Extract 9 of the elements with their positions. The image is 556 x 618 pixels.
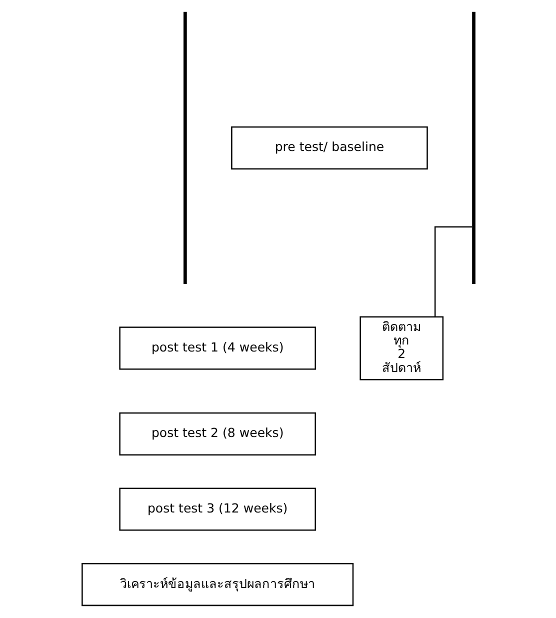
node-box: ติดตาม ทุก 2 สัปดาห์ xyxy=(359,316,444,380)
node-bar xyxy=(472,12,475,284)
node-box: post test 3 (12 weeks) xyxy=(118,488,316,531)
node-box: post test 2 (8 weeks) xyxy=(118,412,316,456)
connector xyxy=(434,226,472,317)
node-bar xyxy=(183,12,186,284)
node-box: pre test/ baseline xyxy=(230,126,428,170)
node-box: วิเคราะห์ข้อมูลและสรุปผลการศึกษา xyxy=(81,562,354,606)
node-box: post test 1 (4 weeks) xyxy=(118,326,316,370)
